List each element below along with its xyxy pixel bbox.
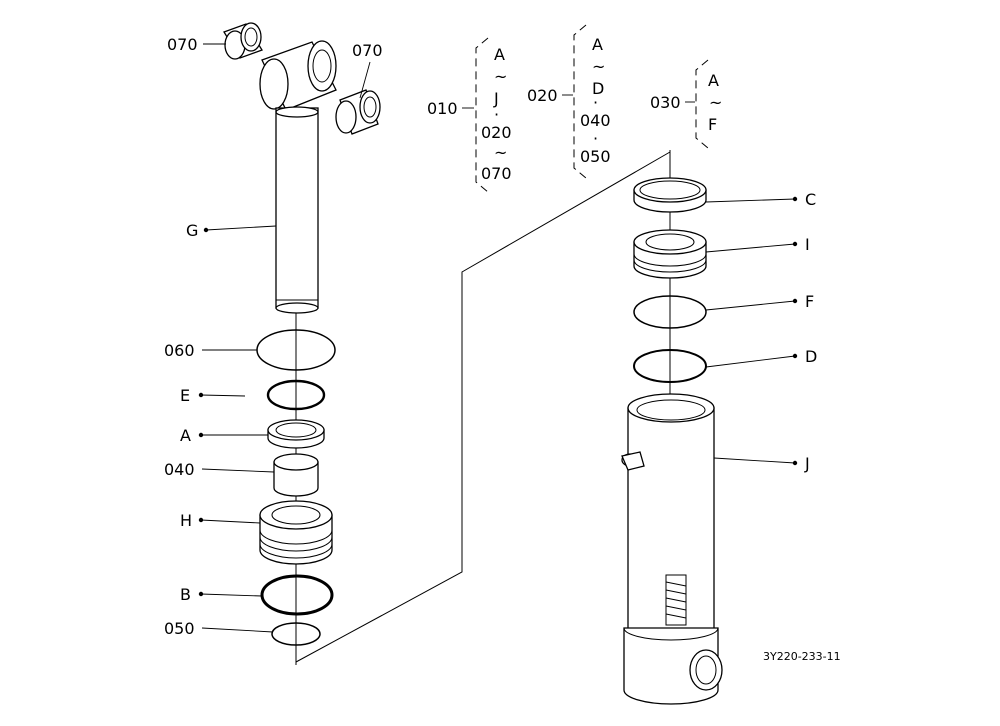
group-030-line-1: A	[708, 71, 719, 90]
group-020-line-3: D	[592, 79, 604, 98]
group-030-line-3: F	[708, 115, 717, 134]
group-020-line-6: ·	[593, 129, 598, 148]
label-D: D	[805, 347, 817, 366]
label-070-right: 070	[352, 41, 383, 60]
piston-rod-eye	[259, 40, 337, 111]
group-030-ref: 030	[650, 93, 681, 112]
label-H: H	[180, 511, 192, 530]
label-050: 050	[164, 619, 195, 638]
group-020-line-5: 040	[580, 111, 611, 130]
label-070-left: 070	[167, 35, 198, 54]
group-020-line-4: ·	[593, 93, 598, 112]
group-010-line-4: ·	[494, 105, 499, 124]
label-I: I	[805, 235, 810, 254]
cylinder-tube-J	[621, 393, 723, 705]
ring-F	[633, 295, 707, 329]
group-010-line-2: ~	[494, 67, 507, 86]
group-030-line-2: ~	[709, 93, 722, 112]
label-G: G	[186, 221, 198, 240]
group-020-line-2: ~	[592, 57, 605, 76]
ring-C	[633, 177, 707, 213]
group-030: 030 A ~ F	[650, 59, 722, 149]
seal-A	[267, 419, 325, 449]
group-010-ref: 010	[427, 99, 458, 118]
rod-cover-H	[259, 500, 333, 565]
label-J: J	[804, 454, 810, 473]
bushing-040	[273, 453, 319, 497]
label-B: B	[180, 585, 191, 604]
group-020-line-1: A	[592, 35, 603, 54]
piston-I	[633, 229, 707, 279]
assembly-relation-line	[295, 151, 671, 663]
ring-D	[633, 349, 707, 383]
backup-ring-050	[271, 622, 321, 646]
group-010-line-6: ~	[494, 143, 507, 162]
label-060: 060	[164, 341, 195, 360]
group-010-line-5: 020	[481, 123, 512, 142]
group-010-line-3: J	[493, 89, 499, 108]
group-020-line-7: 050	[580, 147, 611, 166]
label-C: C	[805, 190, 816, 209]
bushing-070-right	[335, 89, 381, 135]
label-F: F	[805, 292, 814, 311]
o-ring-B	[260, 574, 334, 616]
ring-E	[266, 379, 326, 411]
group-020: 020 A ~ D · 040 · 050	[527, 24, 611, 179]
label-A: A	[180, 426, 191, 445]
piston-rod-G	[275, 106, 319, 314]
group-010: 010 A ~ J · 020 ~ 070	[427, 37, 512, 193]
drawing-code: 3Y220-233-11	[763, 650, 841, 663]
label-E: E	[180, 386, 190, 405]
group-010-line-7: 070	[481, 164, 512, 183]
bushing-070-left	[223, 22, 263, 60]
group-010-line-1: A	[494, 45, 505, 64]
group-020-ref: 020	[527, 86, 558, 105]
label-040: 040	[164, 460, 195, 479]
